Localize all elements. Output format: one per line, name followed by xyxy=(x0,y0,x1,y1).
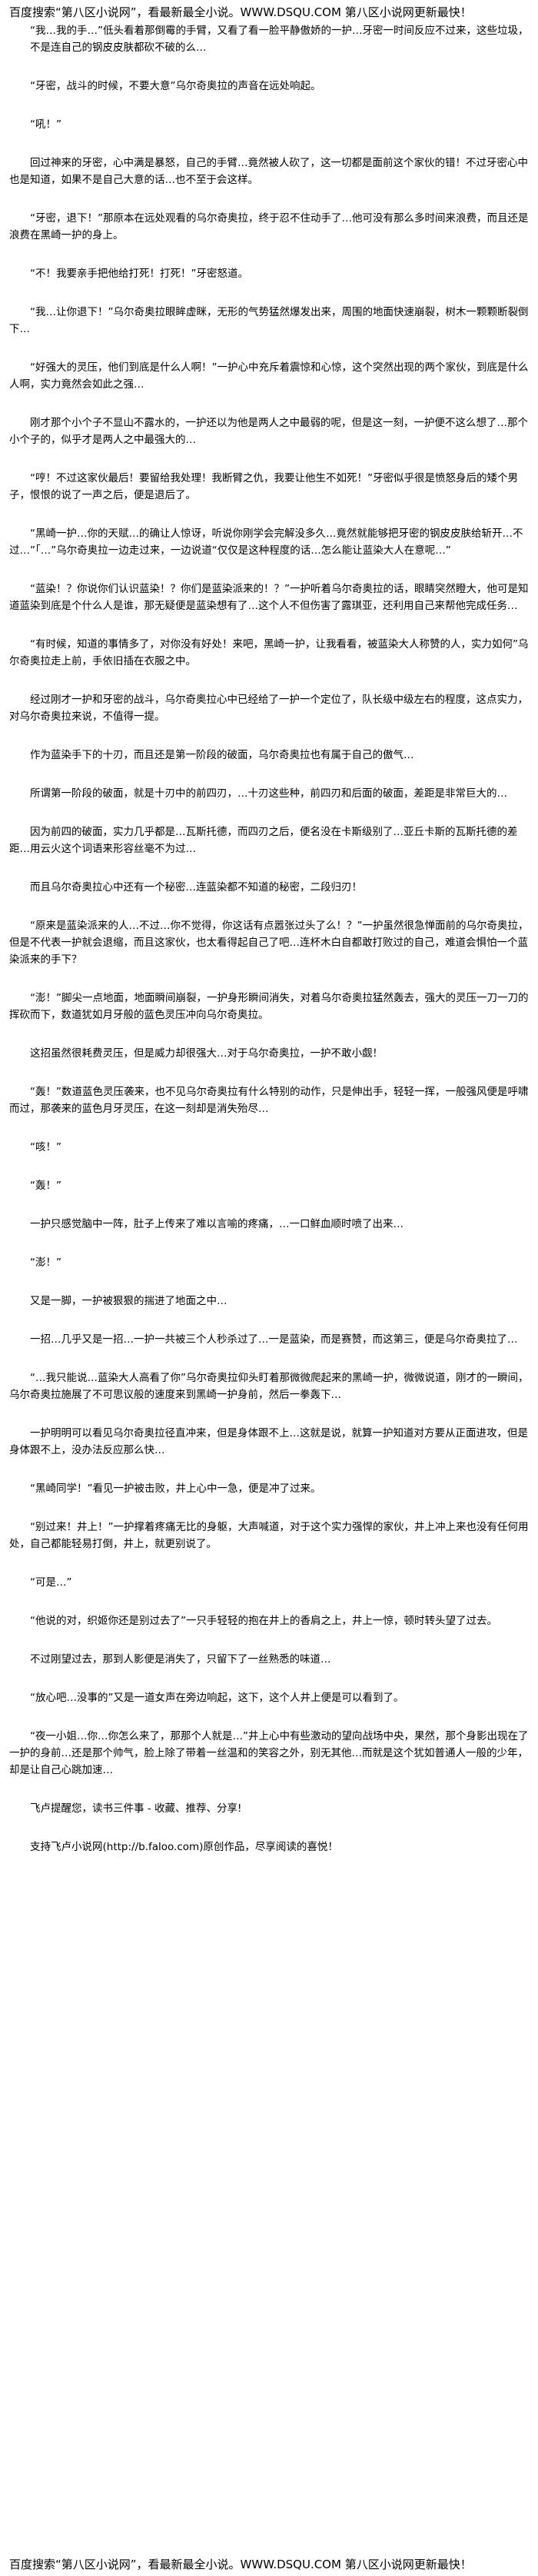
paragraph: “不！我要亲手把他给打死！打死！”牙密怒道。 xyxy=(30,268,248,280)
paragraph: 经过刚才一护和牙密的战斗，乌尔奇奥拉心中已经给了一护一个定位了，队长级中级左右的… xyxy=(9,694,528,723)
paragraph: “黑崎同学！”看见一护被击败，井上心中一急，便是冲了过来。 xyxy=(30,1483,321,1495)
chapter-text: “我…我的手…”低头看着那倒霉的手臂，又看了看一脸平静傲娇的一护…牙密一时间反应… xyxy=(0,21,538,1855)
footer-banner: 百度搜索“第八区小说网”，看最新最全小说。WWW.DSQU.COM 第八区小说网… xyxy=(9,2558,472,2571)
paragraph: “牙密，退下！”那原本在远处观看的乌尔奇奥拉，终于忍不住动手了…他可没有那么多时… xyxy=(9,212,529,241)
paragraph: 这招虽然很耗费灵压，但是威力却很强大…对于乌尔奇奥拉，一护不敢小觑！ xyxy=(30,1047,383,1060)
paragraph: “…我只能说…蓝染大人高看了你”乌尔奇奥拉仰头盯着那微微爬起来的黑崎一护，微微说… xyxy=(9,1372,529,1401)
paragraph: “有时候，知道的事情多了，对你没有好处！来吧，黑崎一护，让我看看，被蓝染大人称赞… xyxy=(9,638,529,667)
paragraph: 飞卢提醒您，读书三件事 - 收藏、推荐、分享! xyxy=(30,1802,242,1815)
paragraph: “咳！” xyxy=(30,1141,61,1153)
paragraph: “蓝染！？你说你们认识蓝染！？你们是蓝染派来的！？”一护听着乌尔奇奥拉的话，眼睛… xyxy=(9,583,529,612)
paragraph: “澎！”脚尖一点地面，地面瞬间崩裂，一护身形瞬间消失，对着乌尔奇奥拉猛然轰去，强… xyxy=(9,992,529,1021)
paragraph: 而且乌尔奇奥拉心中还有一个秘密…连蓝染都不知道的秘密，二段归刃！ xyxy=(30,881,362,894)
header-banner: 百度搜索“第八区小说网”，看最新最全小说。WWW.DSQU.COM 第八区小说网… xyxy=(9,5,472,19)
paragraph: 一护只感觉脑中一阵，肚子上传来了难以言喻的疼痛，…一口鲜血顺时喷了出来… xyxy=(30,1218,404,1230)
paragraph: 回过神来的牙密，心中满是暴怒，自己的手臂…竟然被人砍了，这一切都是面前这个家伙的… xyxy=(9,157,528,186)
paragraph: “轰！”数道蓝色灵压袭来，也不见乌尔奇奥拉有什么特别的动作，只是伸出手，轻轻一挥… xyxy=(9,1086,529,1115)
paragraph: 一招…几乎又是一招…一护一共被三个人秒杀过了…一是蓝染，而是赛赞，而这第三，便是… xyxy=(30,1333,518,1346)
paragraph: 一护明明可以看见乌尔奇奥拉径直冲来，但是身体跟不上…这就是说，就算一护知道对方要… xyxy=(9,1427,528,1456)
paragraph: “放心吧…没事的”又是一道女声在旁边响起，这下，这个人井上便是可以看到了。 xyxy=(30,1692,404,1704)
paragraph: “可是…” xyxy=(30,1576,72,1589)
paragraph: “原来是蓝染派来的人…不过…你不觉得，你这话有点嚣张过头了么！？”一护虽然很急惮… xyxy=(9,920,529,966)
paragraph: “我…让你退下！”乌尔奇奥拉眼眸虚眯，无形的气势猛然爆发出来，周围的地面快速崩裂… xyxy=(9,306,529,335)
paragraph: “轰！” xyxy=(30,1180,61,1192)
paragraph: “牙密，战斗的时候，不要大意”乌尔奇奥拉的声音在远处响起。 xyxy=(30,80,321,92)
paragraph: “他说的对，织姬你还是别过去了”一只手轻轻的抱在井上的香肩之上，井上一惊，顿时转… xyxy=(30,1615,497,1627)
paragraph: 又是一脚，一护被狠狠的揣进了地面之中… xyxy=(30,1295,227,1307)
paragraph: “夜一小姐…你…你怎么来了，那那个人就是…”井上心中有些激动的望向战场中央，果然… xyxy=(9,1730,529,1776)
paragraph: 刚才那个小个子不显山不露水的，一护还以为他是两人之中最弱的呢，但是这一刻，一护便… xyxy=(9,417,528,446)
paragraph: “我…我的手…”低头看着那倒霉的手臂，又看了看一脸平静傲娇的一护…牙密一时间反应… xyxy=(30,25,529,54)
paragraph: “黑崎一护…你的天赋…的确让人惊讶，听说你刚学会完解没多久…竟然就能够把牙密的钢… xyxy=(9,528,523,557)
paragraph: 不过刚望过去，那到人影便是消失了，只留下了一丝熟悉的味道… xyxy=(30,1653,331,1666)
paragraph: 因为前四的破面，实力几乎都是…瓦斯托德，而四刃之后，便名没在卡斯级别了…亚丘卡斯… xyxy=(9,826,518,855)
paragraph: “澎！” xyxy=(30,1256,61,1269)
paragraph: “吼！” xyxy=(30,118,61,131)
paragraph: 支持飞卢小说网(http://b.faloo.com)原创作品，尽享阅读的喜悦！ xyxy=(30,1841,338,1853)
paragraph: “好强大的灵压，他们到底是什么人啊！”一护心中充斥着震惊和心惊，这个突然出现的两… xyxy=(9,361,529,391)
paragraph: “哼！不过这家伙最后！要留给我处理！我断臂之仇，我要让他生不如死！”牙密似乎很是… xyxy=(9,472,518,501)
paragraph: 作为蓝染手下的十刃，而且还是第一阶段的破面，乌尔奇奥拉也有属于自己的傲气… xyxy=(30,749,414,761)
paragraph: 所谓第一阶段的破面，就是十刃中的前四刃，…十刃这些种，前四刃和后面的破面，差距是… xyxy=(30,787,507,800)
paragraph: “别过来！井上！”一护撑着疼痛无比的身躯，大声喊道，对于这个实力强悍的家伙，井上… xyxy=(9,1521,529,1550)
